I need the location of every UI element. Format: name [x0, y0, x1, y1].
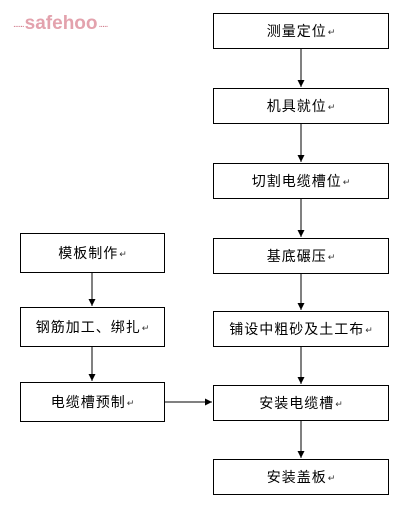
watermark-prefix: ...... [13, 18, 25, 30]
step-measure-label: 测量定位 [266, 24, 327, 40]
paragraph-mark: ↵ [141, 324, 150, 334]
step-machines-box: 机具就位↵ [213, 88, 389, 124]
step-compact-box: 基底碾压↵ [213, 238, 389, 274]
watermark-suffix: ..... [98, 18, 109, 30]
step-install-box: 安装电缆槽↵ [213, 385, 389, 421]
step-compact-label: 基底碾压 [266, 249, 327, 265]
step-rebar-label: 钢筋加工、绑扎 [35, 320, 141, 336]
paragraph-mark: ↵ [365, 326, 373, 336]
step-install-label: 安装电缆槽 [259, 396, 335, 412]
step-formwork-box: 模板制作↵ [20, 233, 165, 273]
step-cut-label: 切割电缆槽位 [251, 174, 342, 190]
step-measure-box: 测量定位↵ [213, 13, 389, 49]
paragraph-mark: ↵ [119, 250, 127, 260]
paragraph-mark: ↵ [327, 253, 336, 263]
paragraph-mark: ↵ [327, 474, 336, 484]
step-lay-label: 铺设中粗砂及土工布 [229, 322, 365, 338]
paragraph-mark: ↵ [327, 103, 336, 113]
safehoo-watermark: ...... safehoo ..... [13, 12, 109, 36]
step-cover-label: 安装盖板 [266, 470, 327, 486]
step-rebar-box: 钢筋加工、绑扎↵ [20, 307, 165, 347]
step-cover-box: 安装盖板↵ [213, 459, 389, 495]
step-lay-box: 铺设中粗砂及土工布↵ [213, 311, 389, 347]
paragraph-mark: ↵ [126, 399, 135, 409]
step-cut-box: 切割电缆槽位↵ [213, 163, 389, 199]
paragraph-mark: ↵ [335, 400, 343, 410]
paragraph-mark: ↵ [342, 178, 351, 188]
step-precast-label: 电缆槽预制 [50, 395, 126, 411]
step-machines-label: 机具就位 [266, 99, 327, 115]
paragraph-mark: ↵ [327, 28, 336, 38]
watermark-text: safehoo [24, 13, 98, 34]
step-formwork-label: 模板制作 [58, 246, 119, 262]
step-precast-box: 电缆槽预制↵ [20, 382, 165, 422]
